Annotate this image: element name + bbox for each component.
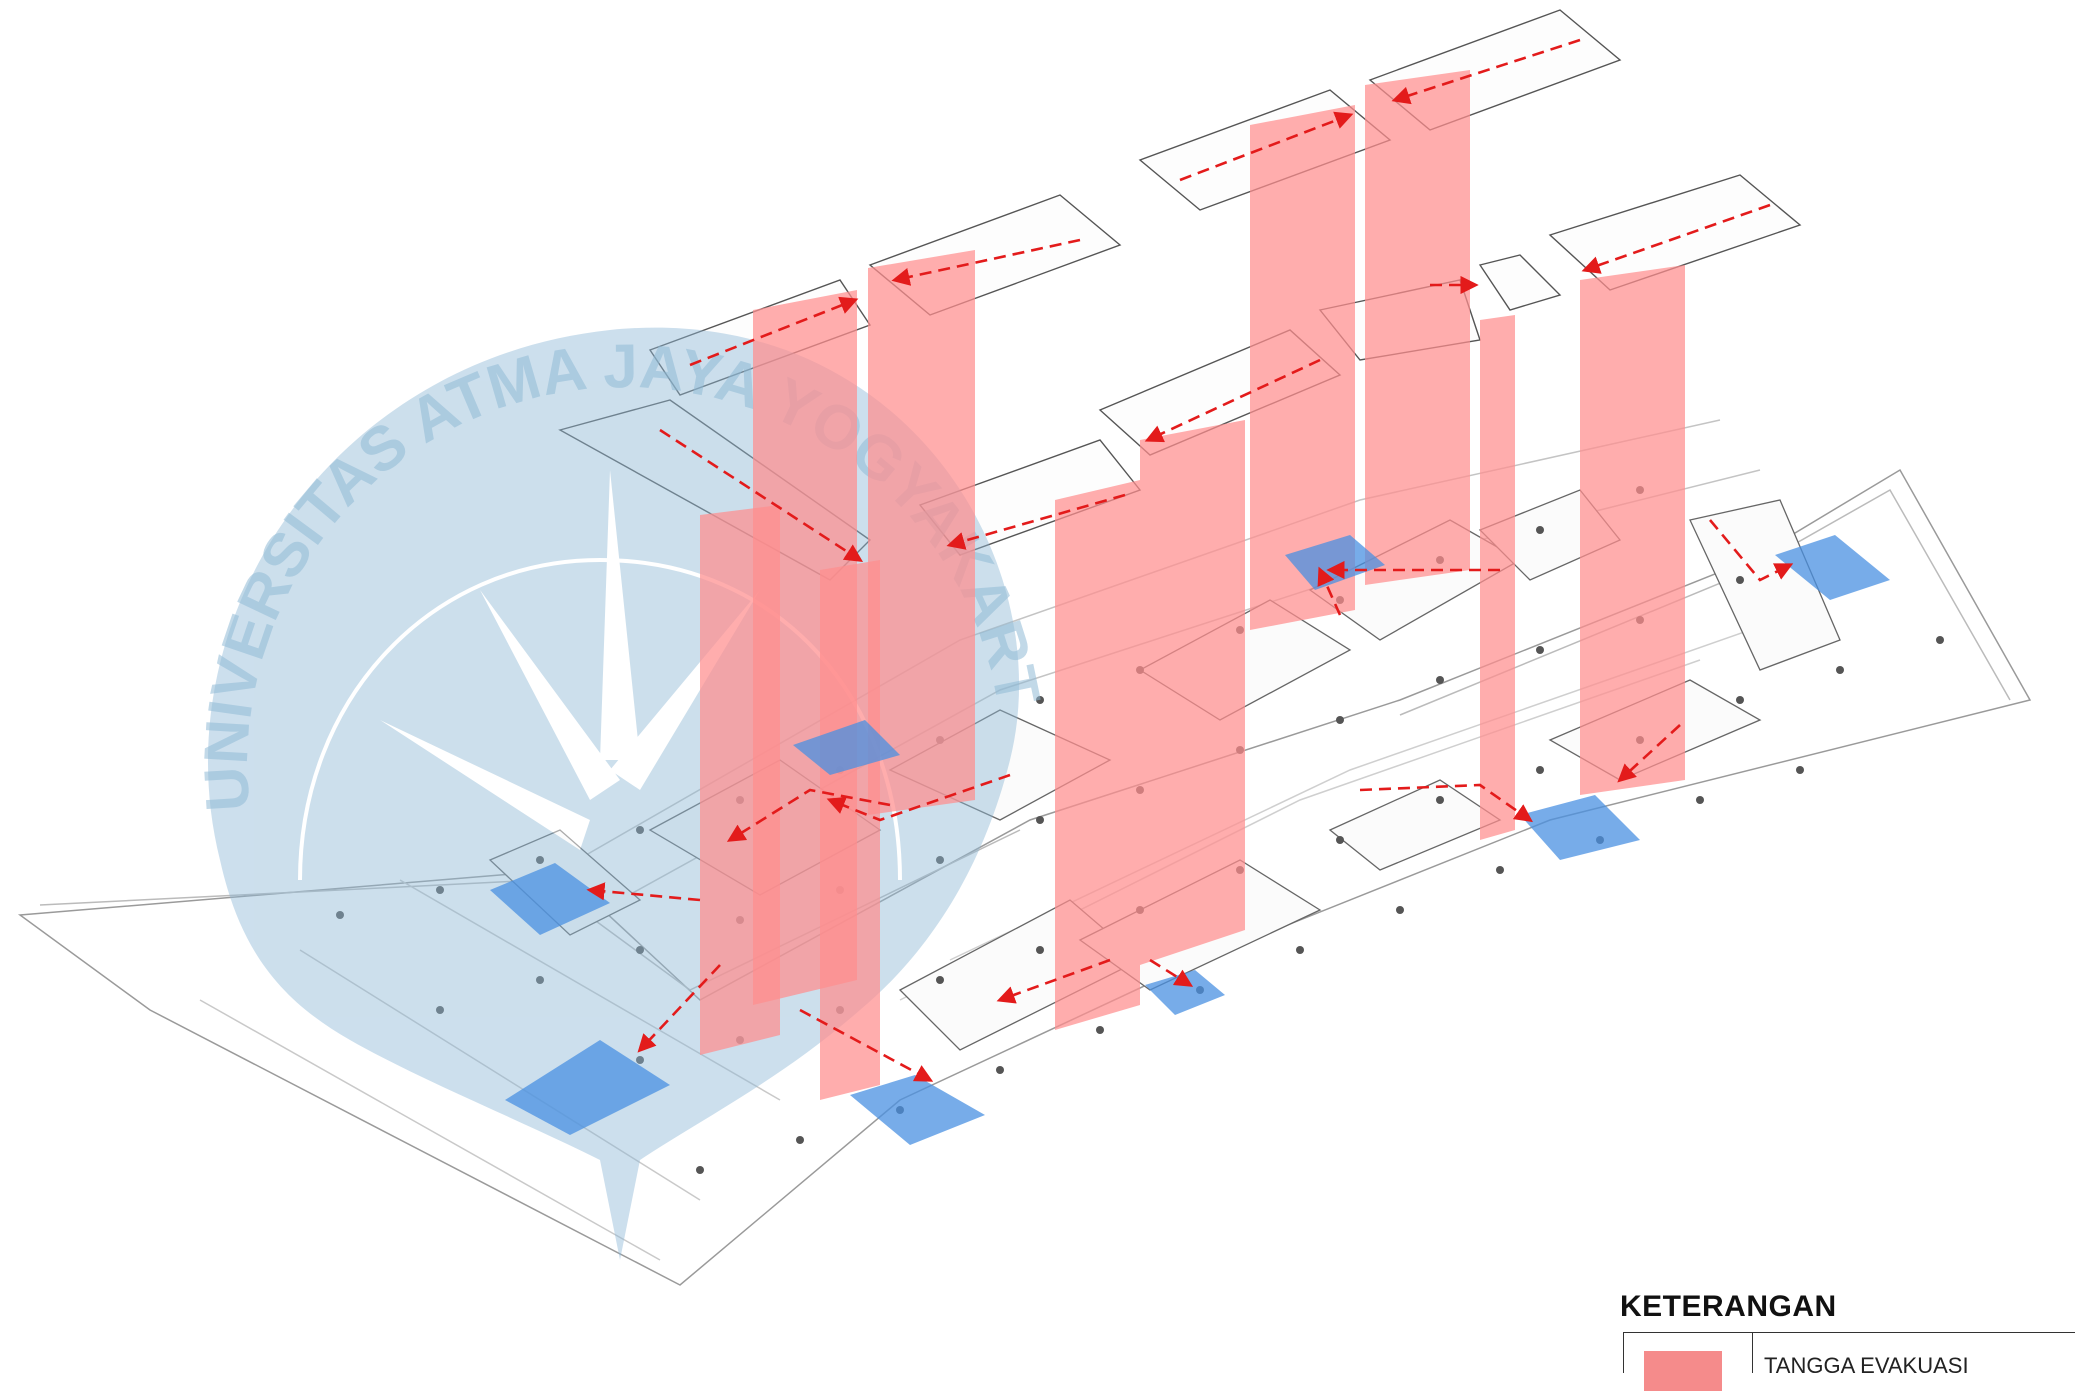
floor-plate (1478, 254, 1562, 311)
legend-divider (1752, 1333, 1753, 1373)
assembly-area (850, 1075, 985, 1145)
evacuation-stair-shaft (1365, 70, 1470, 585)
evacuation-stair-shaft (820, 560, 880, 1100)
evacuation-stairs (700, 70, 1685, 1100)
evacuation-stair-shaft (1055, 480, 1140, 1030)
evacuation-stair-shaft (868, 250, 975, 815)
evacuation-stair-shaft (1140, 420, 1245, 965)
assembly-area (793, 720, 900, 775)
assembly-area (490, 863, 610, 935)
evacuation-routes (586, 38, 1794, 1082)
legend-title: KETERANGAN (1620, 1290, 1837, 1323)
evacuation-stair-shaft (1580, 265, 1685, 795)
assembly-area (1145, 970, 1225, 1015)
legend-swatch-evacuation-stair (1644, 1351, 1722, 1391)
assembly-area (1775, 535, 1890, 600)
assembly-area (505, 1040, 670, 1135)
legend-table: TANGGA EVAKUASI (1623, 1332, 2075, 1391)
assembly-points (490, 535, 1890, 1145)
evacuation-stair-shaft (1480, 315, 1515, 840)
evacuation-stair-shaft (700, 505, 780, 1055)
assembly-area (1520, 795, 1640, 860)
legend-label-evacuation-stair: TANGGA EVAKUASI (1764, 1353, 1969, 1378)
